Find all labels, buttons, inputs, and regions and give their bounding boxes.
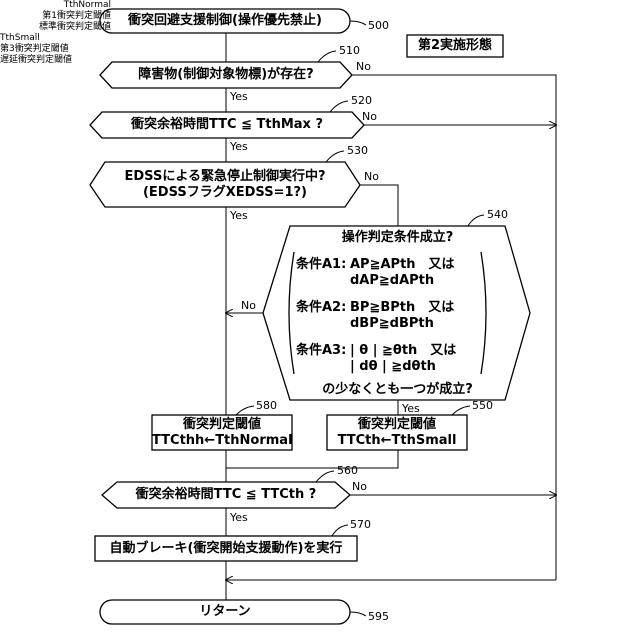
process-580-line2: TTCthh←TthNormal: [152, 434, 292, 448]
decision-540-footer: の少なくとも一つが成立?: [290, 383, 505, 397]
condition-a3-line2: | dθ | ≧dθth: [350, 360, 436, 374]
decision-560-text: 衝突余裕時間TTC ≦ TTCth ?: [102, 488, 350, 502]
process-550-line1: 衝突判定閾値: [327, 418, 467, 432]
ref-leader-520: [330, 101, 348, 112]
ref-leader-530: [326, 151, 344, 162]
figure-label: 第2実施形態: [407, 39, 503, 53]
ref-570: 570: [350, 518, 371, 532]
decision-560-yes: Yes: [230, 511, 248, 525]
condition-a3-label: 条件A3:: [296, 344, 346, 358]
condition-a3-line1: | θ | ≧θth 又は: [350, 344, 456, 358]
decision-530-yes: Yes: [230, 209, 248, 223]
ref-leader-500: [350, 21, 366, 25]
decision-520-text: 衝突余裕時間TTC ≦ TthMax ?: [90, 118, 364, 132]
decision-540-title: 操作判定条件成立?: [290, 231, 505, 245]
ref-leader-540: [468, 215, 484, 226]
condition-a1-line1: AP≧APth 又は: [350, 258, 455, 272]
decision-510-no: No: [356, 60, 371, 74]
decision-520-no: No: [362, 110, 377, 124]
process-550-line2: TTCth←TthSmall: [327, 434, 467, 448]
decision-530-no: No: [364, 170, 379, 184]
process-570-text: 自動ブレーキ(衝突開始支援動作)を実行: [95, 542, 357, 556]
ref-540: 540: [487, 208, 508, 222]
start-label: 衝突回避支援制御(操作優先禁止): [100, 14, 350, 28]
ref-560: 560: [337, 464, 358, 478]
conditions-right-bracket: [481, 252, 486, 374]
decision-510-text: 障害物(制御対象物標)が存在?: [100, 68, 352, 82]
end-label: リターン: [100, 605, 350, 619]
ref-510: 510: [339, 44, 360, 58]
decision-540-no: No: [241, 299, 256, 313]
ref-leader-510: [318, 51, 336, 62]
ref-520: 520: [351, 94, 372, 108]
ref-595: 595: [368, 610, 389, 624]
condition-a2-label: 条件A2:: [296, 301, 346, 315]
decision-520-yes: Yes: [230, 140, 248, 154]
condition-a2-line1: BP≧BPth 又は: [350, 301, 454, 315]
condition-a1-line2: dAP≧dAPth: [350, 274, 434, 288]
condition-a1-label: 条件A1:: [296, 258, 346, 272]
decision-510-yes: Yes: [230, 90, 248, 104]
ref-550: 550: [472, 399, 493, 413]
ref-leader-580: [236, 406, 254, 415]
decision-560-no: No: [352, 480, 367, 494]
ref-580: 580: [256, 399, 277, 413]
ref-530: 530: [347, 144, 368, 158]
flow-550-merge: [226, 450, 398, 468]
decision-530-line2: (EDSSフラグXEDSS=1?): [90, 186, 360, 200]
ref-leader-595: [350, 612, 366, 616]
ref-leader-570: [332, 525, 348, 536]
condition-a2-line2: dBP≧dBPth: [350, 317, 434, 331]
flow-530-no: [360, 185, 398, 226]
process-580-line1: 衝突判定閾値: [152, 418, 292, 432]
decision-530-line1: EDSSによる緊急停止制御実行中?: [90, 170, 360, 184]
decision-540-yes: Yes: [402, 402, 420, 416]
ref-leader-550: [452, 406, 470, 415]
ref-500: 500: [368, 19, 389, 33]
conditions-left-bracket: [289, 252, 294, 374]
ref-leader-560: [316, 471, 334, 482]
